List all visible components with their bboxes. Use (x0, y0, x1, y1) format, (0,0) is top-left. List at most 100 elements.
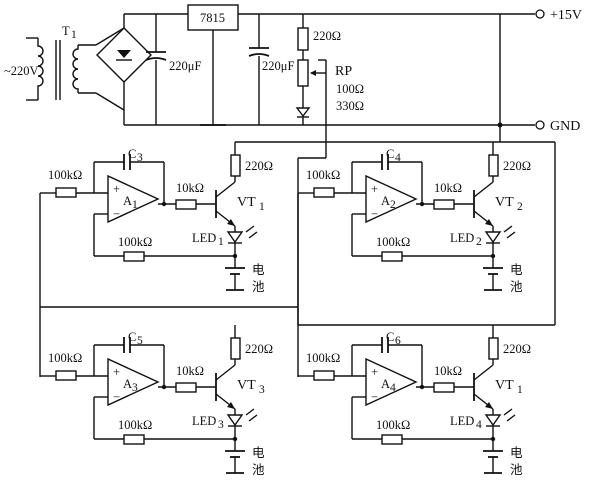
transformer-label: T (62, 24, 70, 38)
input-resistor-label: 100kΩ (306, 351, 340, 365)
collector-resistor-label: 220Ω (245, 342, 273, 356)
transformer-primary (37, 38, 44, 100)
transistor-label: VT (495, 195, 514, 210)
base-resistor-label: 10kΩ (176, 181, 204, 195)
led-label-sub: 1 (218, 236, 224, 248)
base-resistor-label: 10kΩ (434, 364, 462, 378)
base-resistor (175, 199, 197, 210)
battery-label-2: 池 (252, 280, 265, 294)
regulator-label: 7815 (200, 11, 225, 25)
led (226, 231, 244, 244)
led-label-sub: 4 (476, 419, 482, 431)
minus-sign: − (113, 390, 120, 404)
plus-sign: + (113, 182, 120, 196)
op-amp-label-sub: 2 (390, 199, 396, 211)
collector-resistor-label: 220Ω (245, 159, 273, 173)
capacitor-label-sub: 6 (395, 335, 401, 347)
transistor-label-sub: 1 (259, 201, 265, 213)
capacitor-label: C (386, 147, 394, 161)
transformer-label-sub: 1 (71, 29, 77, 41)
input-resistor (55, 370, 77, 381)
capacitor-label: C (128, 147, 136, 161)
op-amp-label: A (123, 377, 132, 391)
input-resistor (313, 187, 335, 198)
led-label-sub: 2 (476, 236, 482, 248)
plus-sign: + (371, 365, 378, 379)
base-resistor (433, 199, 455, 210)
input-resistor-label: 100kΩ (48, 351, 82, 365)
transistor-label: VT (237, 195, 256, 210)
minus-sign: − (113, 207, 120, 221)
gnd-label: GND (550, 119, 580, 134)
capacitor-label-sub: 4 (395, 152, 401, 164)
feedback-resistor (381, 434, 403, 445)
battery-label-1: 电 (510, 263, 523, 277)
op-amp-label: A (381, 194, 390, 208)
collector-resistor (488, 154, 499, 177)
op-amp (107, 174, 160, 224)
cap1-label: 220μF (169, 59, 201, 73)
input-resistor (55, 187, 77, 198)
op-amp (365, 357, 418, 407)
collector-resistor (230, 337, 241, 360)
transformer-secondary (72, 45, 79, 93)
cap2-label: 220μF (262, 59, 294, 73)
power-supply (26, 4, 545, 325)
base-resistor (175, 382, 197, 393)
capacitor-label-sub: 3 (137, 152, 143, 164)
mains-label: ~220V (4, 64, 39, 78)
plus-sign: + (371, 182, 378, 196)
led-label-sub: 3 (218, 419, 224, 431)
transistor-label-sub: 3 (259, 384, 265, 396)
transistor-label-sub: 2 (517, 201, 523, 213)
battery-label-1: 电 (252, 446, 265, 460)
op-amp-label-sub: 3 (132, 382, 138, 394)
op-amp (365, 174, 418, 224)
base-resistor-label: 10kΩ (434, 181, 462, 195)
battery-label-1: 电 (510, 446, 523, 460)
led-label: LED (450, 414, 474, 428)
rp-value-1: 100Ω (336, 82, 364, 96)
feedback-resistor-label: 100kΩ (376, 418, 410, 432)
capacitor-label: C (386, 330, 394, 344)
transistor-label-sub: 1 (517, 384, 523, 396)
vplus-label: +15V (550, 8, 582, 23)
capacitor-label: C (128, 330, 136, 344)
base-resistor (433, 382, 455, 393)
feedback-resistor (123, 434, 145, 445)
led-label: LED (192, 231, 216, 245)
collector-resistor-label: 220Ω (503, 159, 531, 173)
capacitor-label-sub: 5 (137, 335, 143, 347)
op-amp (107, 357, 160, 407)
op-amp-label-sub: 4 (390, 382, 396, 394)
collector-resistor (488, 337, 499, 360)
feedback-resistor-label: 100kΩ (118, 418, 152, 432)
collector-resistor-label: 220Ω (503, 342, 531, 356)
gnd-terminal (535, 120, 545, 130)
vplus-terminal (535, 9, 545, 19)
led-label: LED (192, 414, 216, 428)
potentiometer-rp (297, 59, 309, 87)
rp-label: RP (335, 64, 352, 79)
op-amp-label: A (381, 377, 390, 391)
feedback-resistor-label: 100kΩ (118, 235, 152, 249)
diode-icon (116, 50, 132, 61)
battery-label-2: 池 (510, 280, 523, 294)
transistor-label: VT (237, 378, 256, 393)
feedback-resistor (381, 251, 403, 262)
minus-sign: − (371, 207, 378, 221)
led (484, 414, 502, 427)
input-resistor-label: 100kΩ (48, 168, 82, 182)
battery-label-2: 池 (252, 463, 265, 477)
feedback-resistor-label: 100kΩ (376, 235, 410, 249)
base-resistor-label: 10kΩ (176, 364, 204, 378)
collector-resistor (230, 154, 241, 177)
led (484, 231, 502, 244)
plus-sign: + (113, 365, 120, 379)
rp-value-2: 330Ω (336, 99, 364, 113)
